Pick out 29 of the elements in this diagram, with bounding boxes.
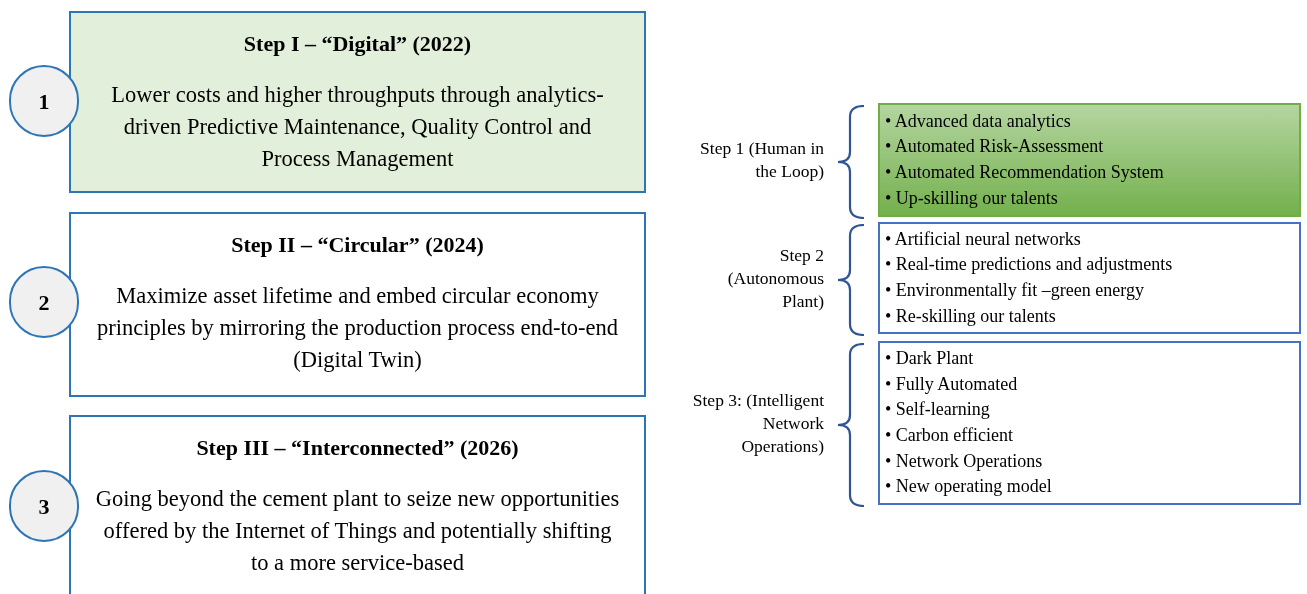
step-number: 1 (38, 87, 50, 116)
step-label: Step 3: (Intelligent Network Operations) (691, 388, 824, 458)
bullet-item: • Network Operations (885, 449, 1044, 473)
step-box (69, 212, 646, 397)
bullet-item: • Up-skilling our talents (885, 186, 1059, 210)
step-box (69, 415, 646, 594)
bullet-item: • Re-skilling our talents (885, 304, 1057, 328)
bullet-item: • Self-learning (885, 398, 991, 422)
step-heading: Step III – “Interconnected” (2026) (196, 434, 519, 462)
step-number: 2 (38, 288, 50, 317)
step-description: Going beyond the cement plant to seize new opportunities offered by the Internet of Things and potentially shifting to a more service-based (95, 485, 620, 577)
bullet-item: • Dark Plant (885, 347, 975, 371)
bullet-item: • Artificial neural networks (885, 227, 1082, 251)
step-label: Step 1 (Human in the Loop) (699, 137, 824, 183)
bullet-item: • Carbon efficient (885, 424, 1014, 447)
bullet-item: • Advanced data analytics (885, 109, 1072, 133)
step-description: Maximize asset lifetime and embed circular economy principles by mirroring the production process end-to-end (Digital Twin) (95, 282, 620, 374)
step-heading: Step II – “Circular” (2024) (231, 231, 484, 259)
step-label: Step 2 (Autonomous Plant) (726, 243, 824, 313)
step-box (69, 11, 646, 193)
bullet-item: • Automated Risk-Assessment (885, 135, 1105, 159)
bullet-item: • Automated Recommendation System (885, 161, 1165, 184)
bullet-item: • New operating model (885, 475, 1053, 499)
step-description: Lower costs and higher throughputs through analytics-driven Predictive Maintenance, Quality Control and Process Management (110, 81, 605, 173)
bullet-item: • Real-time predictions and adjustments (885, 253, 1174, 277)
bullet-item: • Fully Automated (885, 372, 1019, 396)
step-heading: Step I – “Digital” (2022) (243, 30, 472, 58)
step-number: 3 (38, 492, 50, 521)
bullet-item: • Environmentally fit –green energy (885, 279, 1145, 302)
